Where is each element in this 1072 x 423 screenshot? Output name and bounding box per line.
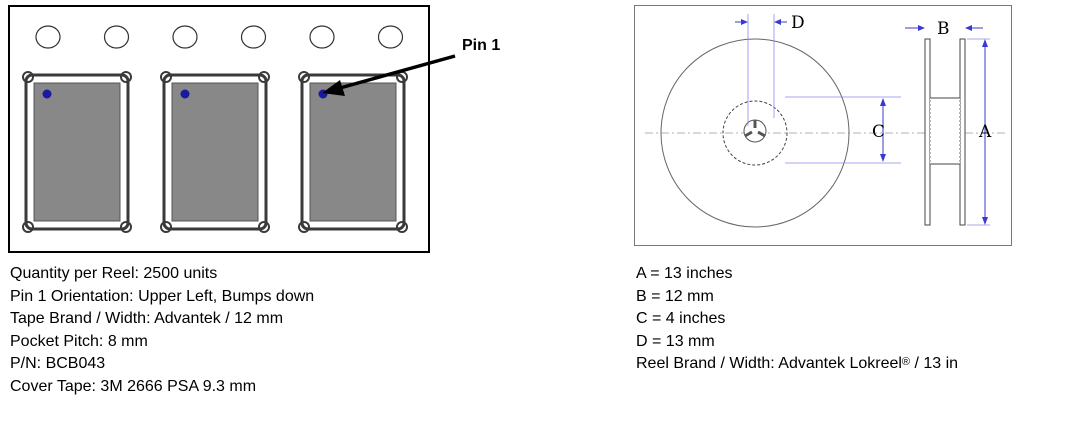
tape-specs: Quantity per Reel: 2500 units Pin 1 Orie… [10, 263, 314, 398]
spec-a: A = 13 inches [636, 265, 733, 282]
reel-width-text: / 13 in [910, 355, 959, 372]
spindle-keys [744, 120, 766, 138]
component-pocket [22, 71, 132, 233]
sprocket-hole [240, 25, 267, 49]
reel-hub-outline [722, 100, 788, 166]
reel-specs: A = 13 inches B = 12 mm C = 4 inches D =… [636, 263, 958, 376]
spec-part-number: P/N: BCB043 [10, 355, 106, 372]
pin1-dot [42, 89, 52, 99]
spec-pocket-pitch: Pocket Pitch: 8 mm [10, 332, 148, 350]
pin1-dot [180, 89, 190, 99]
sprocket-hole [35, 25, 61, 49]
reel-flange-outline [660, 38, 850, 228]
sprocket-hole [103, 25, 130, 49]
component-pocket [160, 71, 270, 233]
sprocket-hole [309, 25, 335, 49]
component-pocket [298, 71, 408, 233]
reel-drawing: D C B A [645, 13, 1005, 228]
dim-label-d: D [791, 13, 805, 33]
side-flange-left [924, 38, 931, 226]
registered-mark: ® [901, 356, 911, 368]
sprocket-holes [35, 25, 404, 49]
sprocket-hole [377, 25, 404, 49]
side-hub [929, 97, 961, 165]
side-flange-right [959, 38, 966, 226]
spec-c: C = 4 inches [636, 310, 726, 327]
reel-brand-text: Reel Brand / Width: Advantek Lokreel [636, 355, 902, 372]
spec-d: D = 13 mm [636, 332, 715, 350]
reel-diagram: D C B A [634, 5, 1012, 246]
pin1-label: Pin 1 [462, 37, 501, 54]
dim-label-c: C [872, 122, 885, 142]
pin1-dot [318, 89, 328, 99]
spec-quantity: Quantity per Reel: 2500 units [10, 265, 218, 282]
tape-drawing [22, 25, 408, 233]
spec-b: B = 12 mm [636, 287, 714, 305]
spec-reel-brand: Reel Brand / Width: Advantek Lokreel® / … [636, 353, 958, 376]
tape-diagram [8, 5, 430, 253]
spec-cover-tape: Cover Tape: 3M 2666 PSA 9.3 mm [10, 377, 257, 395]
sprocket-hole [172, 25, 198, 49]
dim-label-a: A [978, 122, 992, 142]
dim-label-b: B [937, 19, 950, 39]
component-pockets [22, 71, 408, 233]
spec-pin-orientation: Pin 1 Orientation: Upper Left, Bumps dow… [10, 287, 315, 305]
spec-tape-brand: Tape Brand / Width: Advantek / 12 mm [10, 310, 284, 327]
